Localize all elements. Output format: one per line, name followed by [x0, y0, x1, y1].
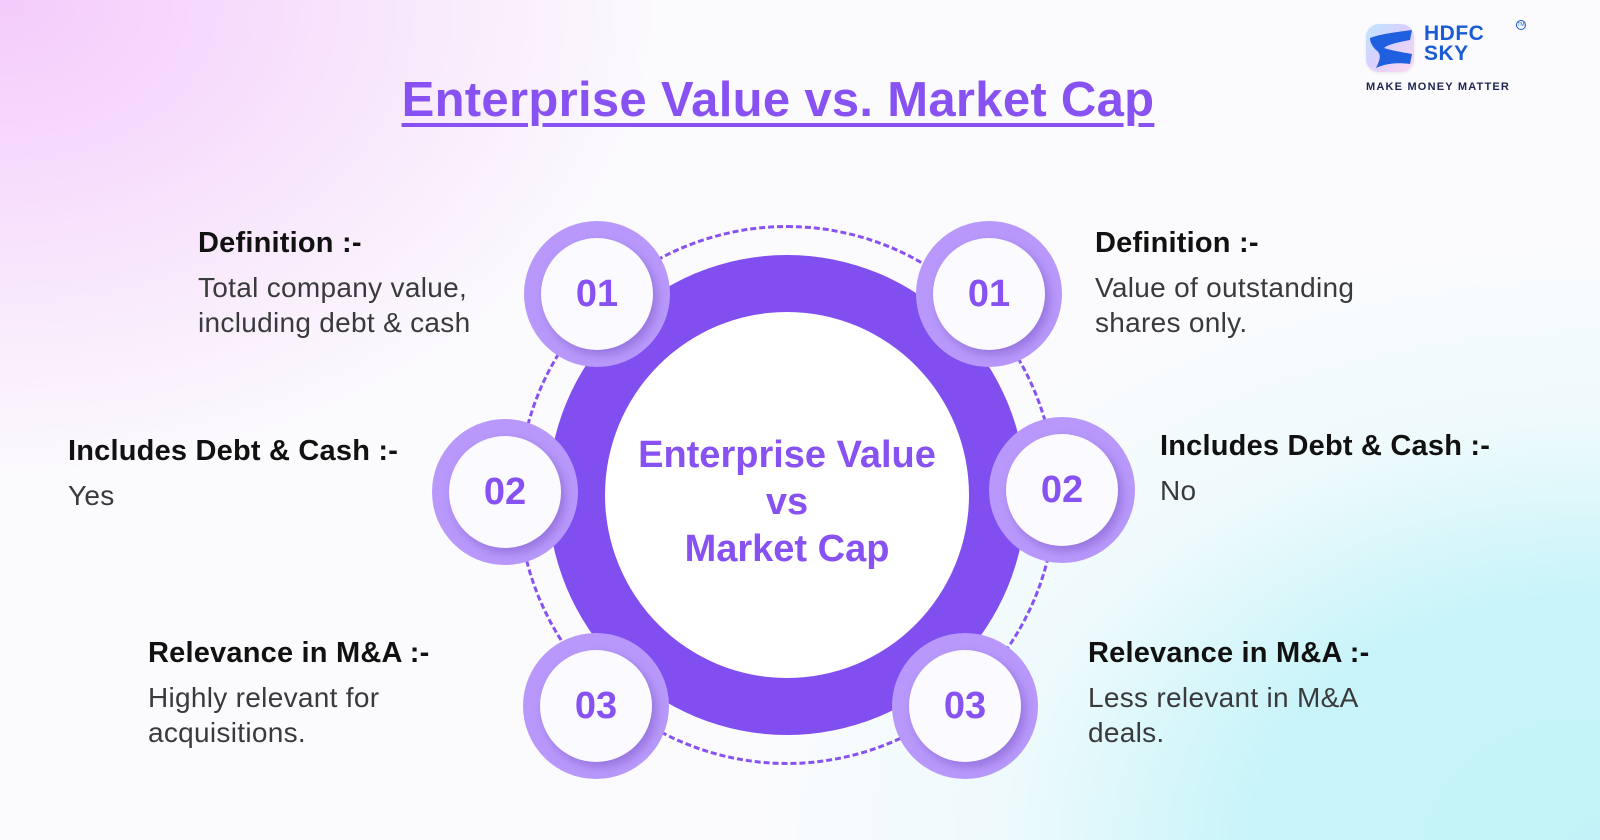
- left-label-definition: Definition :- Total company value, inclu…: [198, 226, 470, 340]
- right-label-debt-cash: Includes Debt & Cash :- No: [1160, 429, 1490, 508]
- label-body-line2: including debt & cash: [198, 307, 471, 338]
- label-body: Value of outstanding shares only.: [1095, 270, 1354, 340]
- node-number: 03: [540, 650, 652, 762]
- label-body-line1: Less relevant in M&A: [1088, 682, 1359, 713]
- right-label-definition: Definition :- Value of outstanding share…: [1095, 226, 1354, 340]
- central-title-line3: Market Cap: [684, 528, 890, 570]
- right-node-03: 03: [892, 633, 1038, 779]
- label-body-line2: deals.: [1088, 717, 1165, 748]
- brand-name: HDFC SKY: [1424, 22, 1485, 65]
- label-body-line1: Value of outstanding: [1095, 272, 1355, 303]
- brand-name-line1: HDFC: [1424, 22, 1485, 45]
- node-number: 02: [1006, 434, 1118, 546]
- page-title: Enterprise Value vs. Market Cap: [401, 73, 1155, 127]
- node-number: 01: [933, 238, 1045, 350]
- node-number: 02: [449, 436, 561, 548]
- label-body-line1: Highly relevant for: [148, 682, 380, 713]
- label-body-line2: shares only.: [1095, 307, 1248, 338]
- label-body: No: [1160, 473, 1490, 508]
- brand-name-line2: SKY: [1424, 42, 1469, 65]
- left-node-01: 01: [524, 221, 670, 367]
- brand-tagline: MAKE MONEY MATTER: [1366, 81, 1511, 93]
- label-body-line1: Yes: [68, 480, 115, 511]
- label-heading: Relevance in M&A :-: [1088, 637, 1370, 669]
- node-number: 01: [541, 238, 653, 350]
- label-body: Less relevant in M&A deals.: [1088, 680, 1370, 750]
- hdfc-sky-logo: HDFC SKY TM MAKE MONEY MATTER: [1366, 20, 1556, 100]
- central-circle: [605, 312, 969, 678]
- label-body: Total company value, including debt & ca…: [198, 270, 470, 340]
- label-body: Highly relevant for acquisitions.: [148, 680, 430, 750]
- left-label-debt-cash: Includes Debt & Cash :- Yes: [68, 434, 398, 513]
- label-heading: Relevance in M&A :-: [148, 637, 430, 669]
- right-label-ma-relevance: Relevance in M&A :- Less relevant in M&A…: [1088, 636, 1370, 750]
- left-node-02: 02: [432, 419, 578, 565]
- central-title-line1: Enterprise Value: [638, 434, 936, 476]
- label-body-line2: acquisitions.: [148, 717, 306, 748]
- right-node-01: 01: [916, 221, 1062, 367]
- right-node-02: 02: [989, 417, 1135, 563]
- hdfc-sky-logo-icon: [1366, 24, 1414, 72]
- label-heading: Includes Debt & Cash :-: [68, 435, 399, 467]
- label-heading: Definition :-: [198, 227, 362, 259]
- label-body: Yes: [68, 478, 398, 513]
- trademark-icon: TM: [1516, 20, 1526, 30]
- label-body-line1: No: [1160, 475, 1197, 506]
- central-title-line2: vs: [765, 481, 809, 523]
- left-node-03: 03: [523, 633, 669, 779]
- node-number: 03: [909, 650, 1021, 762]
- label-body-line1: Total company value,: [198, 272, 468, 303]
- central-title: Enterprise Value vs Market Cap: [605, 432, 969, 573]
- label-heading: Definition :-: [1095, 227, 1259, 259]
- label-heading: Includes Debt & Cash :-: [1160, 430, 1491, 462]
- left-label-ma-relevance: Relevance in M&A :- Highly relevant for …: [148, 636, 430, 750]
